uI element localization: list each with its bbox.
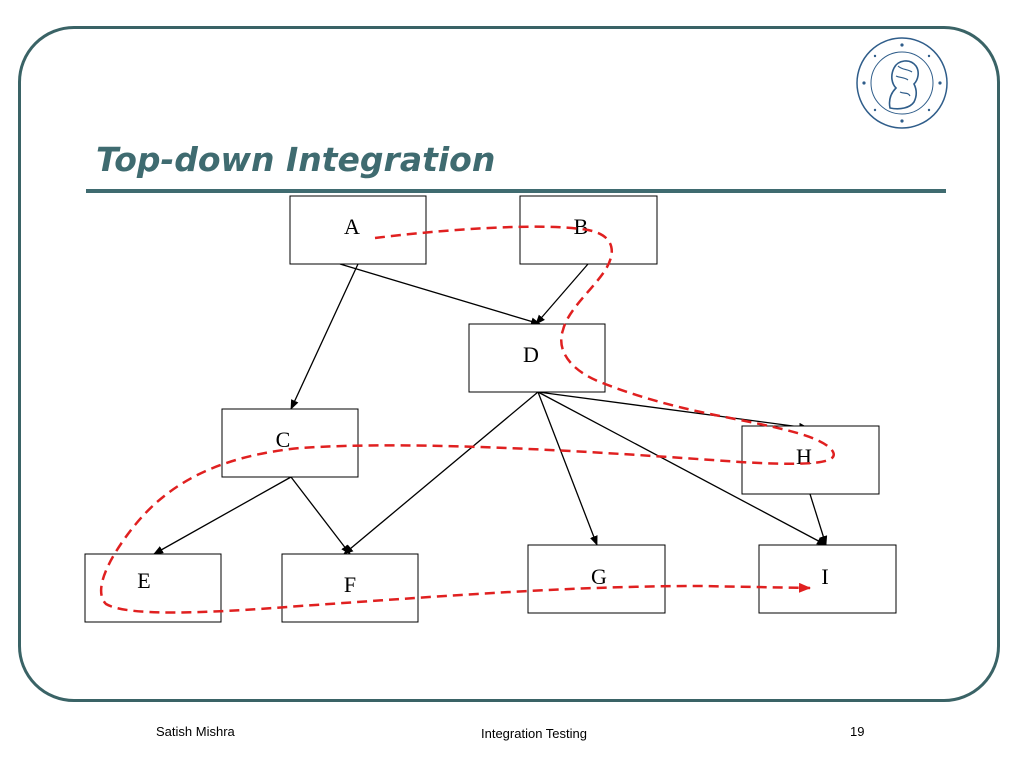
slide-frame: [18, 26, 1000, 702]
node-a: A: [289, 195, 427, 265]
footer-topic: Integration Testing: [481, 726, 587, 741]
node-g: G: [527, 544, 666, 614]
node-label-f: F: [344, 572, 356, 597]
node-box-i: [758, 544, 897, 614]
node-d: D: [468, 323, 606, 393]
node-box-g: [527, 544, 666, 614]
edge-b-to-d: [535, 263, 589, 325]
node-i: I: [758, 544, 897, 614]
title-underline: [86, 189, 946, 193]
node-box-a: [289, 195, 427, 265]
integration-path-dashed: [99, 225, 836, 614]
node-f: F: [281, 553, 419, 623]
edge-h-to-i: [809, 493, 828, 546]
footer-page-number: 19: [850, 724, 865, 739]
node-label-e: E: [137, 568, 150, 593]
node-box-d: [468, 323, 606, 393]
footer-author: Satish Mishra: [156, 724, 235, 739]
node-label-d: D: [523, 342, 539, 367]
university-seal-icon: [856, 37, 948, 129]
node-e: E: [84, 553, 222, 623]
node-label-h: H: [796, 444, 812, 469]
node-box-e: [84, 553, 222, 623]
edge-a-to-c: [290, 263, 359, 410]
node-box-c: [221, 408, 359, 478]
edge-d-to-h: [537, 391, 809, 431]
edge-c-to-e: [153, 476, 292, 555]
edge-d-to-i: [537, 391, 827, 546]
node-box-f: [281, 553, 419, 623]
edge-d-to-g: [537, 391, 598, 546]
node-label-a: A: [344, 214, 360, 239]
edge-d-to-f: [343, 391, 539, 555]
edge-a-to-d: [339, 263, 541, 326]
node-label-i: I: [821, 564, 828, 589]
node-label-b: B: [574, 214, 589, 239]
slide-title: Top-down Integration: [96, 140, 496, 179]
node-label-c: C: [276, 427, 291, 452]
node-c: C: [221, 408, 359, 478]
edge-c-to-f: [290, 476, 351, 555]
node-label-g: G: [591, 564, 607, 589]
